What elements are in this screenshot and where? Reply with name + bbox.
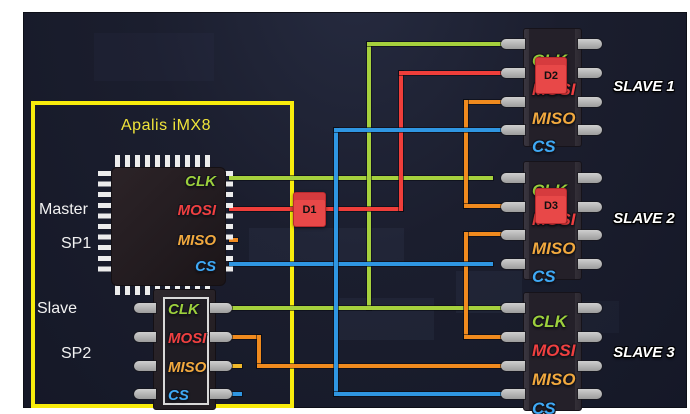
wire-miso-slave1-out xyxy=(464,100,503,104)
slave3-chip-face xyxy=(529,293,575,410)
slave3-pin xyxy=(501,303,525,313)
wire-cs-to-slave1 xyxy=(334,128,503,132)
data-marker-d1: D1 xyxy=(293,192,326,227)
slave3-pin xyxy=(501,361,525,371)
master-pin-label-mosi: MOSI xyxy=(177,202,216,219)
data-marker-d3: D3 xyxy=(535,188,567,224)
wire-miso-slave3-to-sp2 xyxy=(257,364,503,368)
wire-cs-trunk xyxy=(334,128,338,396)
slave2-pin-label-cs: CS xyxy=(532,267,556,286)
slave1-pin xyxy=(501,97,525,107)
master-chip: CLK MOSI MISO CS xyxy=(111,167,226,286)
sp2-pin-label-clk: CLK xyxy=(168,301,199,318)
wire-clk-sp2-to-slave3 xyxy=(231,306,503,310)
stub-sp2-cs xyxy=(232,392,242,396)
data-marker-d2: D2 xyxy=(535,57,567,94)
port2-name-label: SP2 xyxy=(61,345,92,362)
slave2-pin xyxy=(578,202,602,212)
slave3-pin xyxy=(578,389,602,399)
stub-sp2-miso xyxy=(232,364,242,368)
slave3-pin xyxy=(578,332,602,342)
sp2-pin-label-mosi: MOSI xyxy=(168,330,207,347)
slave2-pin xyxy=(501,259,525,269)
slave1-pin xyxy=(578,97,602,107)
slave1-pin xyxy=(501,39,525,49)
background-patch xyxy=(339,298,434,340)
wire-clk-master-to-slave2 xyxy=(229,176,493,180)
sp2-chip-outline: CLK MOSI MISO CS xyxy=(163,297,209,405)
wire-miso-slave2-drop xyxy=(464,232,468,339)
slave2-pin xyxy=(578,230,602,240)
port1-role-label: Master xyxy=(39,201,88,218)
wire-miso-sp2-drop xyxy=(257,335,261,368)
qfp-top-pins xyxy=(115,155,215,167)
slave3-pin-label-cs: CS xyxy=(532,399,556,414)
slave2-pin xyxy=(578,259,602,269)
background-patch xyxy=(249,228,404,266)
wire-mosi-riser xyxy=(399,71,403,211)
slave2-title: SLAVE 2 xyxy=(613,210,675,227)
sp2-pin xyxy=(210,303,232,313)
wire-clk-trunk xyxy=(367,42,371,310)
slave3-chip: CLK MOSI MISO CS xyxy=(523,292,582,414)
wire-clk-to-slave1 xyxy=(367,42,503,46)
wire-miso-slave1-drop xyxy=(464,100,468,208)
wire-miso-slave2-out xyxy=(464,232,503,236)
slave3-pin xyxy=(501,332,525,342)
stub-master-miso xyxy=(229,238,238,242)
sp2-pin xyxy=(210,332,232,342)
slave3-pin-label-miso: MISO xyxy=(532,370,576,389)
qfp-left-pins xyxy=(98,171,111,277)
sp2-pin xyxy=(210,389,232,399)
slave2-pin xyxy=(578,173,602,183)
sp2-pin xyxy=(210,361,232,371)
slave2-pin xyxy=(501,202,525,212)
slave2-pin-label-miso: MISO xyxy=(532,239,576,258)
slave1-pin xyxy=(501,68,525,78)
slave3-pin xyxy=(578,303,602,313)
sp2-pin xyxy=(134,361,156,371)
wire-miso-to-slave2-mosi xyxy=(464,204,503,208)
slave1-pin-label-miso: MISO xyxy=(532,109,576,128)
slave1-pin xyxy=(578,125,602,135)
board-title: Apalis iMX8 xyxy=(121,117,211,134)
background-patch xyxy=(94,33,214,81)
sp2-pin-label-cs: CS xyxy=(168,387,189,404)
wire-mosi-to-slave1 xyxy=(399,71,503,75)
master-pin-label-cs: CS xyxy=(195,258,216,275)
sp2-pin-label-miso: MISO xyxy=(168,359,207,376)
diagram-panel: Apalis iMX8 Master SP1 Slave SP2 xyxy=(23,12,687,414)
slave1-pin xyxy=(501,125,525,135)
sp2-pin xyxy=(134,389,156,399)
port1-name-label: SP1 xyxy=(61,235,92,252)
sp2-pin xyxy=(134,303,156,313)
port2-role-label: Slave xyxy=(37,300,78,317)
slave1-pin xyxy=(578,39,602,49)
slave1-pin xyxy=(578,68,602,78)
slave3-pin xyxy=(501,389,525,399)
slave1-pin-label-cs: CS xyxy=(532,137,556,156)
wire-miso-sp2-mosi-out xyxy=(231,335,261,339)
slave3-pin-label-mosi: MOSI xyxy=(532,341,576,360)
slave2-pin xyxy=(501,173,525,183)
sp2-pin xyxy=(134,332,156,342)
slave3-title: SLAVE 3 xyxy=(613,344,675,361)
slave3-pin-label-clk: CLK xyxy=(532,312,567,331)
wire-cs-master-to-slave2 xyxy=(229,262,493,266)
wire-cs-to-slave3 xyxy=(334,392,503,396)
slave2-pin xyxy=(501,230,525,240)
slave3-pin xyxy=(578,361,602,371)
slave1-title: SLAVE 1 xyxy=(613,78,675,95)
master-pin-label-miso: MISO xyxy=(177,232,216,249)
wire-miso-to-slave3-mosi xyxy=(464,335,503,339)
master-pin-label-clk: CLK xyxy=(185,173,216,190)
